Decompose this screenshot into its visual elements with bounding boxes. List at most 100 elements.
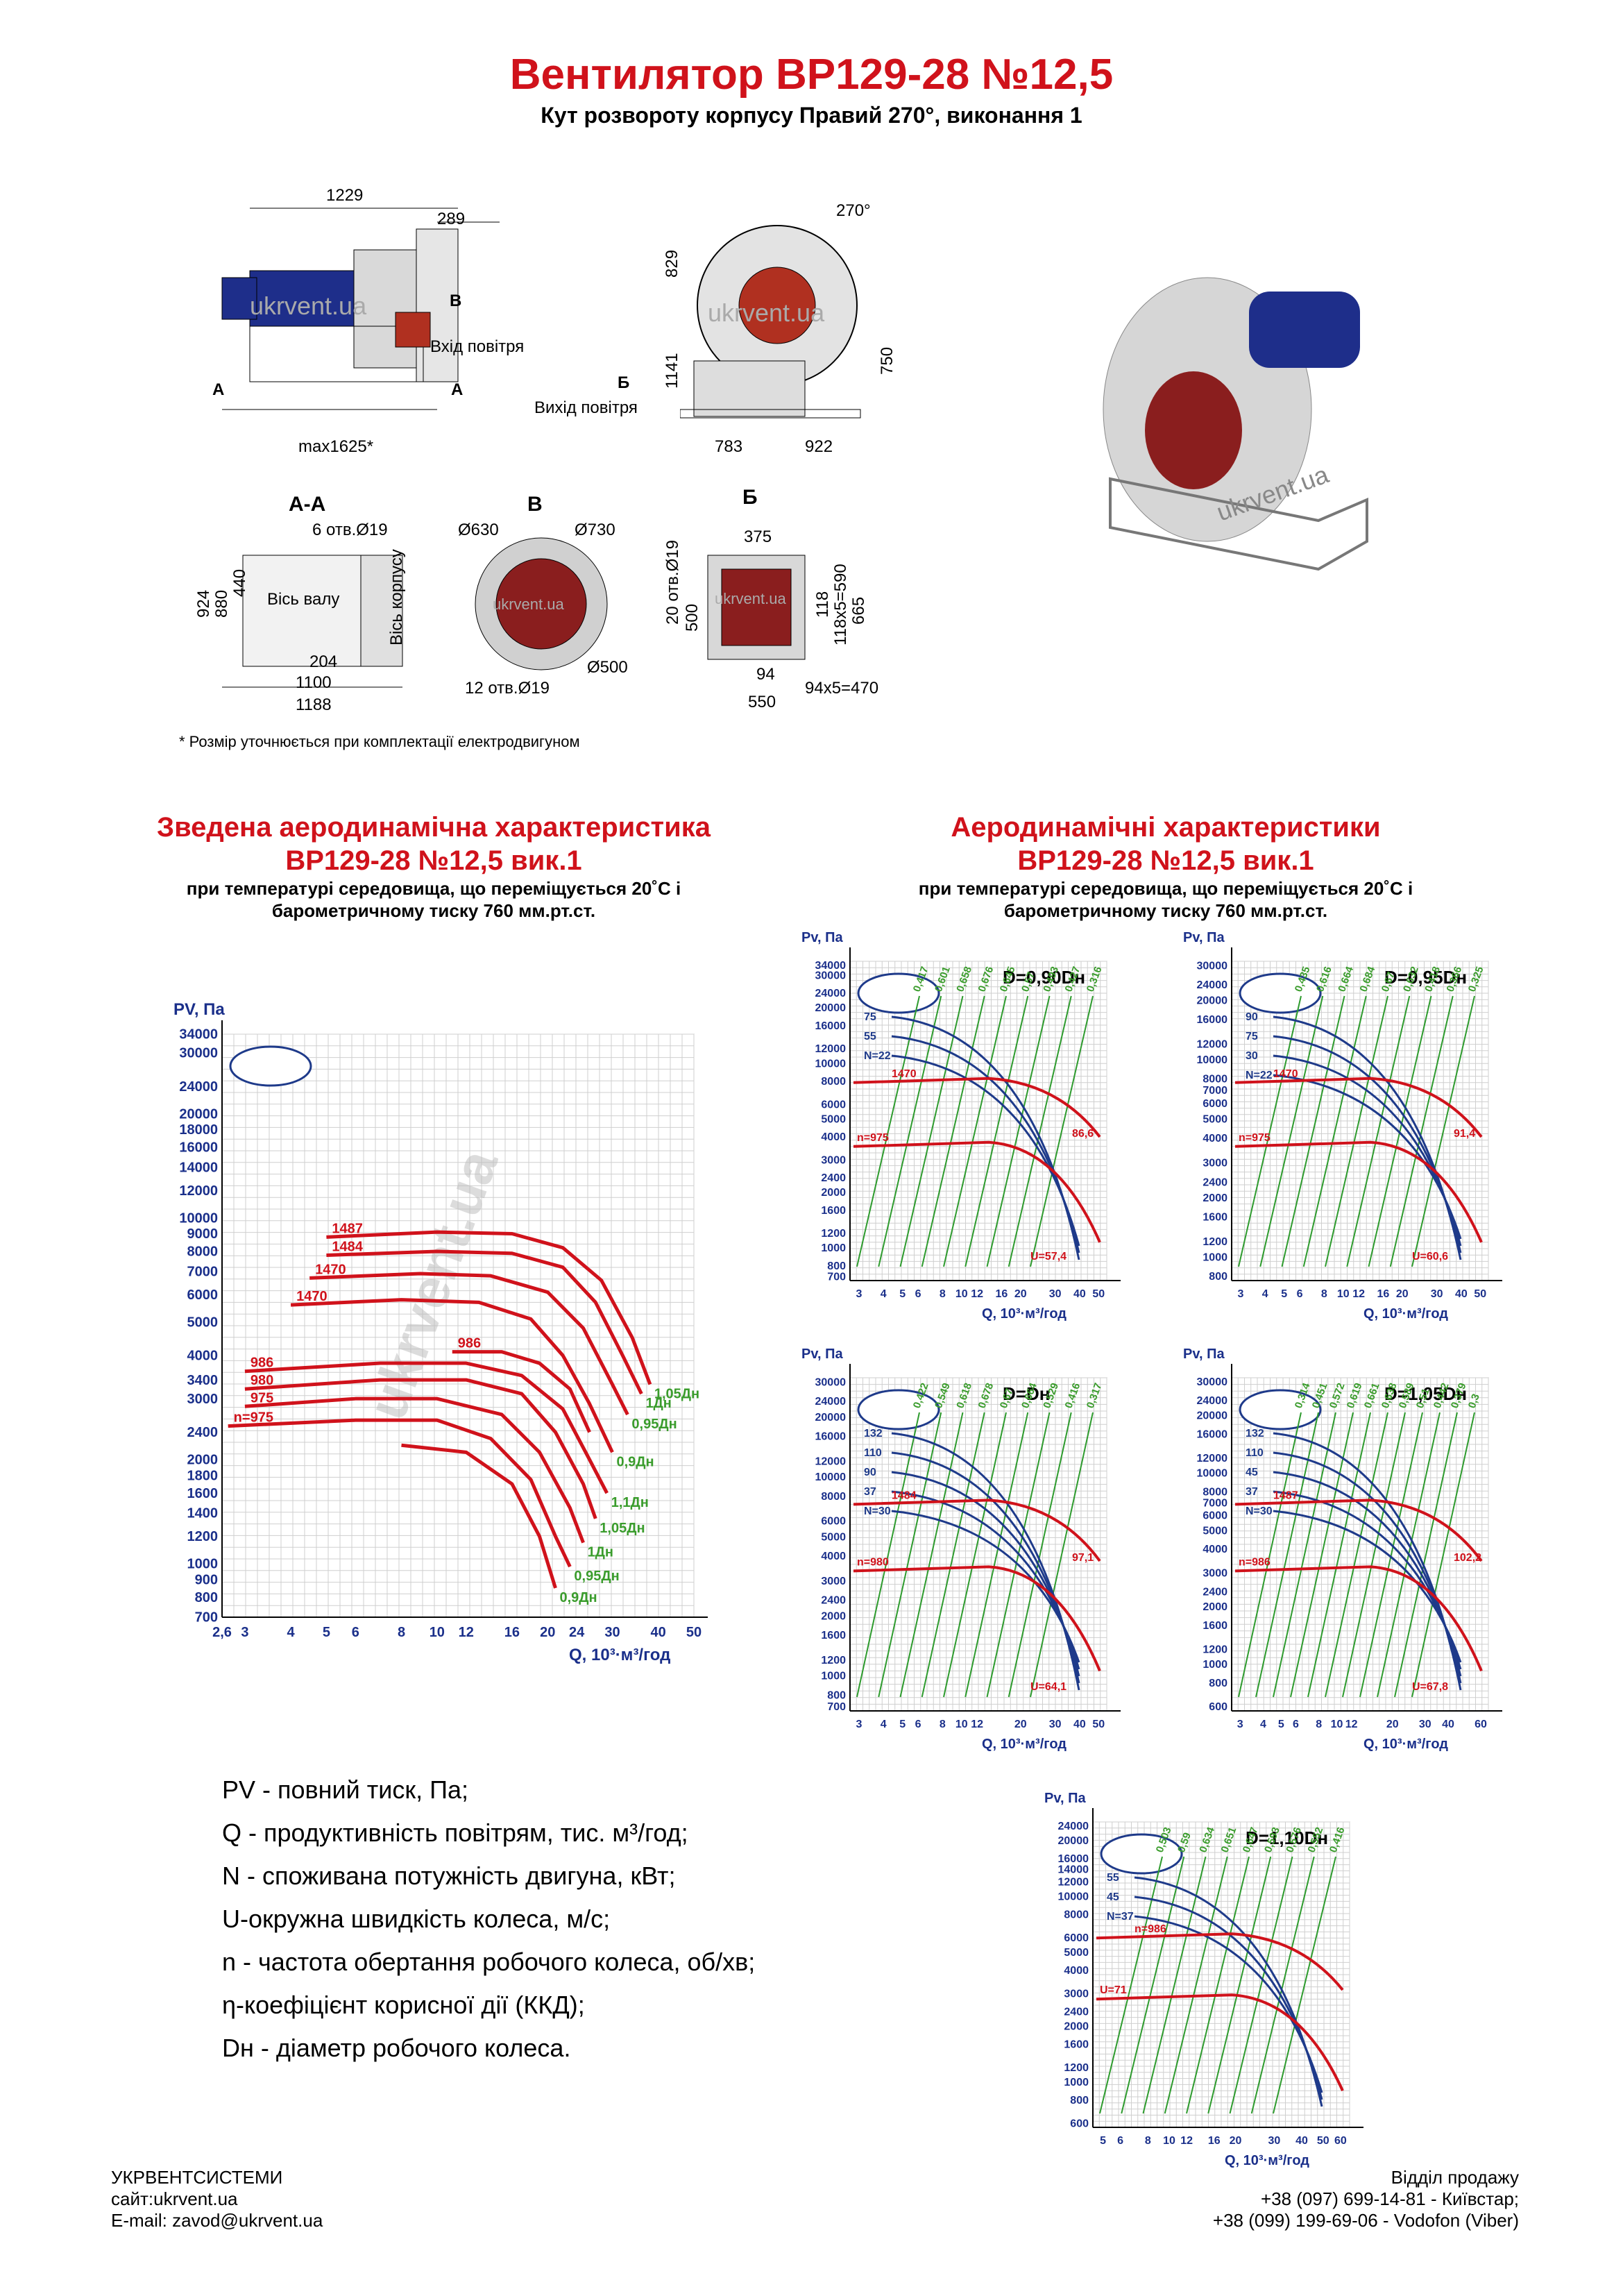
logo-stamp	[1239, 1389, 1322, 1430]
y-tick-label: 8000	[821, 1491, 846, 1503]
chart-title: D=1,05Dн	[1384, 1383, 1467, 1404]
x-tick-label: 30	[1049, 1719, 1062, 1730]
y-tick-label: 30000	[815, 970, 847, 981]
y-tick-label: 14000	[179, 1160, 218, 1176]
summary-sub-2: барометричному тиску 760 мм.рт.ст.	[271, 900, 596, 921]
x-tick-label: 40	[1455, 1288, 1468, 1300]
x-tick-label: 12	[971, 1719, 983, 1730]
efficiency-line	[921, 1412, 985, 1698]
footer-site-link[interactable]: сайт:ukrvent.ua	[111, 2188, 238, 2209]
power-label: 55	[1107, 1872, 1119, 1884]
x-tick-label: 30	[1431, 1288, 1443, 1300]
power-label: N=30	[1246, 1505, 1273, 1517]
x-tick-label: 30	[1268, 2135, 1280, 2147]
y-tick-label: 16000	[1058, 1853, 1089, 1865]
series-line	[452, 1350, 591, 1433]
efficiency-line	[1121, 1856, 1185, 2114]
footer-phone-1[interactable]: +38 (097) 699-14-81 - Київстар;	[1260, 2188, 1519, 2209]
footer-sales-title: Відділ продажу	[1391, 2167, 1519, 2188]
efficiency-line	[1207, 1856, 1272, 2114]
y-tick-label: 8000	[1064, 1909, 1089, 1921]
efficiency-line	[1164, 1856, 1228, 2114]
y-tick-label: 8000	[1203, 1074, 1227, 1086]
y-tick-label: 2000	[1203, 1192, 1227, 1204]
efficiency-line	[1238, 995, 1302, 1267]
series-line	[244, 1378, 597, 1519]
x-tick-label: 3	[1237, 1719, 1243, 1730]
y-tick-label: 600	[1070, 2118, 1089, 2129]
y-tick-label: 10000	[1197, 1054, 1228, 1066]
footer-company: УКРВЕНТСИСТЕМИ	[111, 2167, 283, 2188]
x-tick-label: 8	[940, 1288, 946, 1300]
legend-item-rpm: n - частота обертання робочого колеса, о…	[222, 1948, 756, 1976]
y-tick-label: 1600	[187, 1486, 219, 1501]
y-tick-label: 2400	[1203, 1586, 1227, 1598]
x-tick-label: 10	[955, 1719, 968, 1730]
power-label: 132	[1246, 1428, 1264, 1440]
efficiency-line	[1302, 995, 1367, 1267]
x-tick-label: 24	[569, 1625, 585, 1640]
legend: PV - повний тиск, Па; Q - продуктивність…	[222, 1769, 755, 2070]
series-line	[244, 1396, 585, 1544]
x-tick-label: 5	[899, 1719, 906, 1730]
y-axis-label: PV, Па	[173, 1000, 225, 1019]
side-view-watermark: ukrvent.ua	[250, 292, 367, 320]
series-end-label: 1,1Дн	[611, 1495, 649, 1510]
label-shaft-axis: Вісь валу	[267, 590, 340, 609]
x-tick-label: 4	[881, 1288, 887, 1300]
efficiency-line	[1411, 995, 1475, 1267]
dim-118x5: 118х5=590	[831, 564, 850, 645]
x-tick-label: 10	[1163, 2135, 1175, 2147]
y-tick-label: 1000	[821, 1242, 846, 1254]
dim-289: 289	[437, 210, 466, 228]
power-label: 75	[864, 1011, 876, 1023]
efficiency-line	[1342, 1412, 1406, 1698]
logo-stamp	[229, 1045, 312, 1087]
x-axis-label: Q, 10³·м³/год	[1363, 1306, 1448, 1322]
legend-item-dn: Dн - діаметр робочого колеса.	[222, 2034, 571, 2062]
efficiency-line	[1186, 1856, 1250, 2114]
dim-550: 550	[748, 693, 776, 711]
y-tick-label: 1200	[187, 1529, 219, 1544]
y-tick-label: 24000	[815, 988, 847, 999]
y-tick-label: 12000	[815, 1455, 847, 1467]
footer-email-link[interactable]: E-mail: zavod@ukrvent.ua	[111, 2210, 323, 2231]
x-tick-label: 6	[1297, 1288, 1303, 1300]
y-tick-label: 1600	[821, 1205, 846, 1217]
efficiency-line	[1325, 1412, 1388, 1698]
y-tick-label: 20000	[179, 1106, 218, 1122]
footer-phone-2[interactable]: +38 (099) 199-69-06 - Vodofon (Viber)	[1212, 2210, 1519, 2231]
y-tick-label: 12000	[1058, 1876, 1089, 1888]
dim-12-holes: 12 отв.Ø19	[465, 679, 550, 698]
x-tick-label: 5	[1278, 1719, 1284, 1730]
x-tick-label: 12	[1180, 2135, 1193, 2147]
speed-label: U=64,1	[1030, 1681, 1067, 1693]
series-line	[290, 1298, 614, 1453]
efficiency-line	[965, 995, 1029, 1267]
x-tick-label: 4	[1262, 1288, 1268, 1300]
x-tick-label: 60	[1475, 1719, 1487, 1730]
dim-783: 783	[715, 437, 743, 456]
section-aa-drawing	[222, 555, 403, 688]
y-tick-label: 4000	[1203, 1133, 1227, 1145]
y-tick-label: 24000	[1197, 979, 1228, 991]
series-end-label: 0,95Дн	[631, 1417, 677, 1432]
efficiency-line	[1030, 1412, 1094, 1698]
dim-94x5: 94х5=470	[805, 679, 879, 698]
series-label: 1484	[332, 1239, 363, 1254]
efficiency-line	[965, 1412, 1029, 1698]
series-label: 986	[250, 1356, 273, 1371]
y-tick-label: 1000	[1064, 2077, 1089, 2088]
y-tick-label: 6000	[1203, 1510, 1227, 1522]
legend-item-u: U-окружна швидкість колеса, м/с;	[222, 1905, 611, 1933]
y-tick-label: 5000	[1203, 1526, 1227, 1537]
x-tick-label: 8	[1316, 1719, 1322, 1730]
y-axis-label: Pv, Па	[1044, 1791, 1086, 1806]
x-tick-label: 20	[1014, 1288, 1027, 1300]
y-tick-label: 2000	[187, 1453, 219, 1468]
view-b-title: Б	[742, 486, 758, 509]
dim-750: 750	[878, 346, 897, 375]
y-tick-label: 34000	[179, 1027, 218, 1043]
chart-title: D=0,95Dн	[1384, 967, 1467, 988]
